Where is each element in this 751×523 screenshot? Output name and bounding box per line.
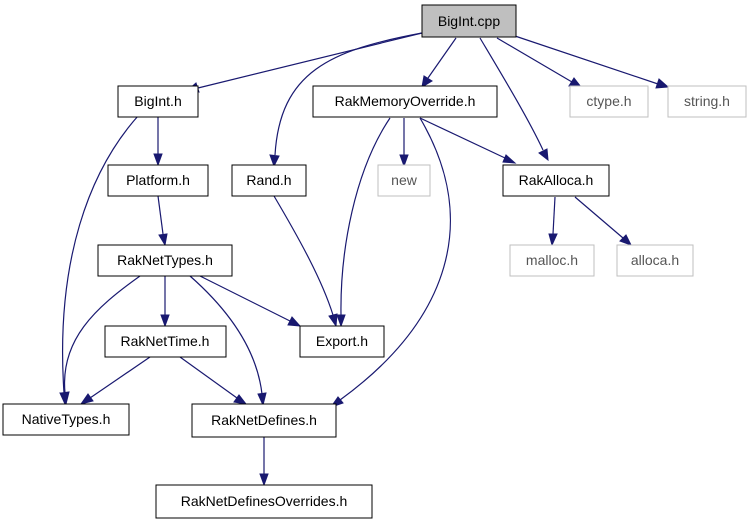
edge-raknettypes-h-to-export-h: [199, 275, 291, 322]
arrowhead: [269, 154, 280, 168]
edge-rand-h-to-export-h: [273, 195, 334, 316]
node-string-h[interactable]: string.h: [667, 85, 747, 118]
node-bigint-cpp[interactable]: BigInt.cpp: [421, 4, 517, 38]
arrowhead: [655, 78, 670, 89]
node-ctype-h[interactable]: ctype.h: [569, 85, 649, 118]
edge-rakmemoryoverride-h-to-rakalloca-h: [419, 117, 506, 159]
edge-raknettypes-h-to-raknetdefines-h: [189, 275, 263, 395]
edge-rakmemoryoverride-h-to-raknetdefines-h: [339, 117, 451, 401]
edge-raknettypes-h-to-nativetypes-h: [63, 275, 141, 394]
node-label: RakMemoryOverride.h: [335, 93, 476, 109]
node-export-h[interactable]: Export.h: [299, 325, 385, 358]
node-malloc-h[interactable]: malloc.h: [509, 244, 595, 277]
arrowhead: [619, 234, 633, 246]
node-raknetdefinesoverrides-h[interactable]: RakNetDefinesOverrides.h: [155, 484, 373, 519]
node-rand-h[interactable]: Rand.h: [231, 164, 307, 197]
edge-raknettime-h-to-raknetdefines-h: [179, 356, 238, 399]
node-raknettime-h[interactable]: RakNetTime.h: [104, 325, 227, 358]
edge-bigint-cpp-to-ctype-h: [496, 37, 573, 83]
node-label: BigInt.cpp: [438, 13, 500, 29]
node-label: new: [391, 172, 418, 188]
arrowhead: [79, 393, 94, 405]
edge-rakalloca-h-to-malloc-h: [552, 196, 556, 235]
arrowhead: [158, 233, 168, 247]
node-label: RakNetDefines.h: [211, 412, 317, 428]
node-bigint-h[interactable]: BigInt.h: [117, 85, 199, 118]
node-label: string.h: [684, 93, 730, 109]
edge-bigint-cpp-to-rakalloca-h: [479, 37, 544, 151]
edge-bigint-cpp-to-string-h: [514, 35, 659, 85]
arrowhead: [548, 233, 558, 247]
node-label: Export.h: [316, 333, 368, 349]
node-label: RakNetTypes.h: [117, 252, 213, 268]
arrowhead: [257, 392, 267, 407]
edge-platform-h-to-raknettypes-h: [157, 195, 164, 235]
node-label: Platform.h: [126, 172, 190, 188]
node-label: alloca.h: [631, 252, 679, 268]
arrowhead: [421, 75, 433, 88]
node-label: RakNetTime.h: [121, 333, 210, 349]
arrowhead: [336, 314, 346, 328]
arrowhead: [60, 391, 70, 406]
node-rakmemoryoverride-h[interactable]: RakMemoryOverride.h: [312, 85, 498, 118]
dependency-edges: [59, 32, 670, 487]
arrowhead: [259, 473, 269, 487]
node-label: Rand.h: [246, 172, 291, 188]
edge-bigint-cpp-to-bigint-h: [197, 32, 423, 89]
arrowhead: [153, 153, 163, 167]
edge-bigint-cpp-to-rakmemoryoverride-h: [427, 37, 457, 79]
arrowhead: [160, 314, 170, 328]
file-nodes: BigInt.cpp BigInt.h RakMemoryOverride.h …: [2, 4, 747, 519]
arrowhead: [502, 154, 517, 164]
node-rakalloca-h[interactable]: RakAlloca.h: [502, 164, 610, 197]
node-label: RakAlloca.h: [519, 172, 594, 188]
node-label: NativeTypes.h: [22, 411, 111, 427]
arrowhead: [328, 313, 338, 328]
node-platform-h[interactable]: Platform.h: [107, 164, 209, 197]
node-label: malloc.h: [526, 252, 578, 268]
node-nativetypes-h[interactable]: NativeTypes.h: [2, 403, 130, 436]
node-label: RakNetDefinesOverrides.h: [181, 493, 348, 509]
node-alloca-h[interactable]: alloca.h: [616, 244, 694, 277]
node-raknettypes-h[interactable]: RakNetTypes.h: [97, 244, 233, 277]
edge-rakmemoryoverride-h-to-export-h: [340, 117, 391, 316]
edge-bigint-h-to-nativetypes-h: [61, 115, 139, 394]
arrowhead: [399, 154, 409, 168]
node-new[interactable]: new: [377, 164, 431, 197]
node-label: BigInt.h: [134, 93, 181, 109]
edge-rakalloca-h-to-alloca-h: [574, 196, 624, 239]
edge-raknettime-h-to-nativetypes-h: [89, 356, 151, 399]
arrowhead: [233, 394, 248, 405]
arrowhead: [538, 148, 549, 162]
edge-bigint-cpp-to-rand-h: [274, 32, 423, 156]
arrowhead: [287, 316, 302, 327]
node-label: ctype.h: [586, 93, 631, 109]
node-raknetdefines-h[interactable]: RakNetDefines.h: [191, 403, 337, 438]
